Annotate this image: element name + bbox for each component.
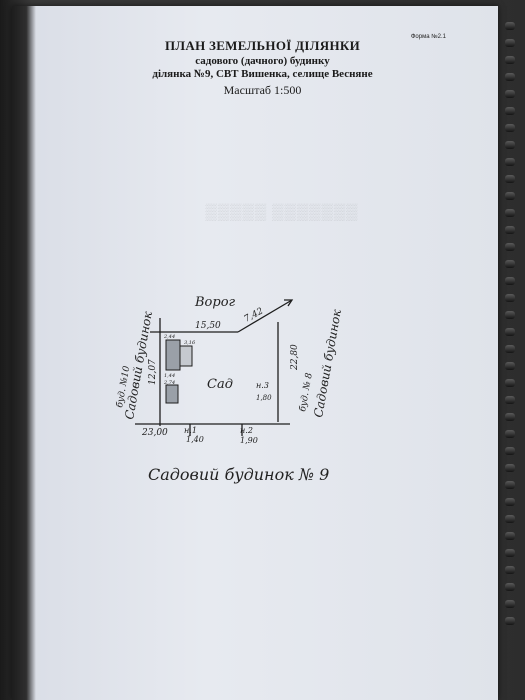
bottom-left-length: 23,00 (141, 428, 168, 438)
building-dim-d: 1,44 (164, 373, 175, 379)
bottom-right-length: 1,90 (240, 436, 258, 445)
right-length-label: 22,80 (290, 344, 300, 371)
buildings (165, 339, 193, 404)
document-page: Форма №2.1 ▒▒▒▒▒ ▒▒▒▒▒▒▒ (12, 6, 498, 700)
right-neighbour-label: Садовий будинок (311, 308, 344, 419)
top-neighbour-label: Ворог (194, 295, 236, 310)
spiral-binding (501, 22, 519, 692)
plot-outline (135, 299, 294, 436)
document-subtitle: садового (дачного) будинку (195, 55, 330, 67)
document-scale: Масштаб 1:500 (223, 83, 302, 97)
top-length-label: 15,50 (195, 321, 221, 331)
plan-caption: Садовий будинок № 9 (148, 465, 329, 484)
right-marker-label: н.3 (256, 381, 269, 390)
right-small-label: 1,80 (256, 394, 272, 402)
building-dim-c: 2,74 (163, 380, 175, 386)
building-main (165, 339, 181, 371)
bottom-marker-1: н.1 (184, 426, 197, 435)
document-header: ПЛАН ЗЕМЕЛЬНОЇ ДІЛЯНКИ садового (дачного… (0, 38, 525, 98)
bleed-through-text: ▒▒▒▒▒ ▒▒▒▒▒▒▒ (205, 204, 359, 221)
document-title: ПЛАН ЗЕМЕЛЬНОЇ ДІЛЯНКИ (165, 38, 360, 53)
building-dim-b: 3,16 (184, 340, 196, 346)
bottom-mid-length: 1,40 (186, 435, 204, 444)
left-length-label: 12,07 (148, 359, 158, 385)
page-shadow-edge (12, 6, 36, 700)
bottom-marker-2: н.2 (240, 426, 253, 435)
building-dim-a: 2,44 (163, 334, 175, 340)
building-annex (179, 345, 193, 367)
plot-diagonal-edge (237, 299, 293, 333)
building-shed (165, 384, 179, 404)
form-number: Форма №2.1 (410, 34, 446, 40)
document-address: ділянка №9, СВТ Вишенка, селище Весняне (152, 68, 373, 80)
garden-label: Сад (207, 377, 233, 392)
arrow-head (284, 299, 294, 307)
